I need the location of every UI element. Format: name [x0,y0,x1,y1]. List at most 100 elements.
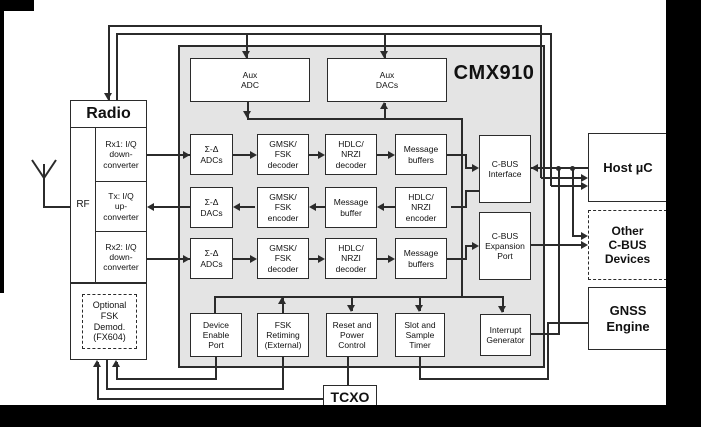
arrowhead-icon [388,151,395,159]
fsk-retiming-block: FSK Retiming (External) [257,313,309,357]
arrowhead-icon [250,255,257,263]
arrowhead-icon [318,151,325,159]
gmsk-fsk-decoder-rx1-block: GMSK/ FSK decoder [257,134,309,175]
crop-bar-topleft [0,0,34,11]
message-buffers-rx1-block: Message buffers [395,134,447,175]
wire-segment [247,102,249,119]
sigma-delta-adcs-rx1-block: Σ-Δ ADCs [190,134,233,175]
hdlc-nrzi-encoder-block: HDLC/ NRZI encoder [395,187,447,228]
wire-segment [97,398,325,400]
wire-segment [214,296,504,298]
arrowhead-icon [183,151,190,159]
arrowhead-icon [388,255,395,263]
arrowhead-icon [250,151,257,159]
wire-segment [309,258,323,260]
arrowhead-icon [380,102,388,109]
wire-segment [572,235,584,237]
arrowhead-icon [380,51,388,58]
wire-junction-dot [570,166,575,171]
wire-segment [282,296,284,313]
arrowhead-icon [147,203,154,211]
crop-bar-right [666,0,701,427]
wire-segment [233,258,255,260]
aux-adc-block: Aux ADC [190,58,310,102]
arrowhead-icon [278,297,286,304]
crop-bar-bottom [0,405,701,427]
wire-segment [461,118,463,298]
wire-segment [465,245,477,247]
wire-segment [215,357,217,378]
wire-segment [465,190,479,192]
sigma-delta-adcs-rx2-block: Σ-Δ ADCs [190,238,233,279]
arrowhead-icon [472,242,479,250]
wire-segment [419,296,421,311]
wire-segment [116,378,217,380]
wire-segment [106,388,284,390]
arrowhead-icon [472,164,479,172]
wire-segment [147,258,190,260]
wire-segment [548,322,588,324]
arrowhead-icon [318,255,325,263]
wire-segment [551,185,584,187]
arrowhead-icon [112,360,120,367]
reset-power-control-block: Reset and Power Control [326,313,378,357]
message-buffer-tx-block: Message buffer [325,187,377,228]
wire-segment [44,206,70,208]
arrowhead-icon [581,232,588,240]
arrowhead-icon [581,241,588,249]
wire-segment [108,25,110,101]
wire-segment [246,33,248,59]
wire-junction-dot [556,166,561,171]
wire-segment [309,154,323,156]
wire-segment [531,244,584,246]
arrowhead-icon [242,51,250,58]
cbus-interface-block: C-BUS Interface [479,135,531,203]
wire-segment [502,296,504,312]
arrowhead-icon [581,174,588,182]
wire-segment [377,258,393,260]
antenna-icon [31,159,57,208]
message-buffers-rx2-block: Message buffers [395,238,447,279]
wire-segment [550,33,552,186]
wire-segment [233,154,255,156]
wire-segment [541,177,584,179]
device-enable-port-block: Device Enable Port [190,313,242,357]
wire-segment [347,357,349,387]
wire-segment [377,154,393,156]
rx1-downconverter-block: Rx1: I/Q down- converter [96,128,146,182]
aux-dacs-block: Aux DACs [327,58,447,102]
arrowhead-icon [309,203,316,211]
sigma-delta-dacs-block: Σ-Δ DACs [190,187,233,228]
gnss-engine-block: GNSS Engine [588,287,668,350]
arrowhead-icon [347,305,355,312]
arrowhead-icon [243,111,251,118]
host-uc-block: Host µC [588,133,668,202]
wire-segment [384,33,386,59]
arrowhead-icon [531,164,538,172]
wire-segment [282,357,284,388]
wire-segment [116,33,552,35]
wire-segment [572,167,574,237]
hdlc-nrzi-decoder-rx1-block: HDLC/ NRZI decoder [325,134,377,175]
crop-bar-left [0,0,4,293]
radio-block: Radio RF Rx1: I/Q down- converter Tx: I/… [70,100,147,283]
slot-sample-timer-block: Slot and Sample Timer [395,313,445,357]
radio-title: Radio [71,101,146,128]
arrowhead-icon [415,305,423,312]
wire-segment [465,167,477,169]
tx-upconverter-block: Tx: I/Q up- converter [96,182,146,232]
arrowhead-icon [377,203,384,211]
wire-segment [351,296,353,311]
wire-segment [379,206,395,208]
wire-segment [540,25,542,178]
arrowhead-icon [581,182,588,190]
cbus-expansion-port-block: C-BUS Expansion Port [479,212,531,280]
wire-segment [447,154,467,156]
hdlc-nrzi-decoder-rx2-block: HDLC/ NRZI decoder [325,238,377,279]
wire-segment [419,357,421,378]
arrowhead-icon [498,306,506,313]
wire-segment [214,296,216,313]
wire-segment [531,333,560,335]
wire-segment [558,167,560,335]
rx2-downconverter-block: Rx2: I/Q down- converter [103,241,139,272]
